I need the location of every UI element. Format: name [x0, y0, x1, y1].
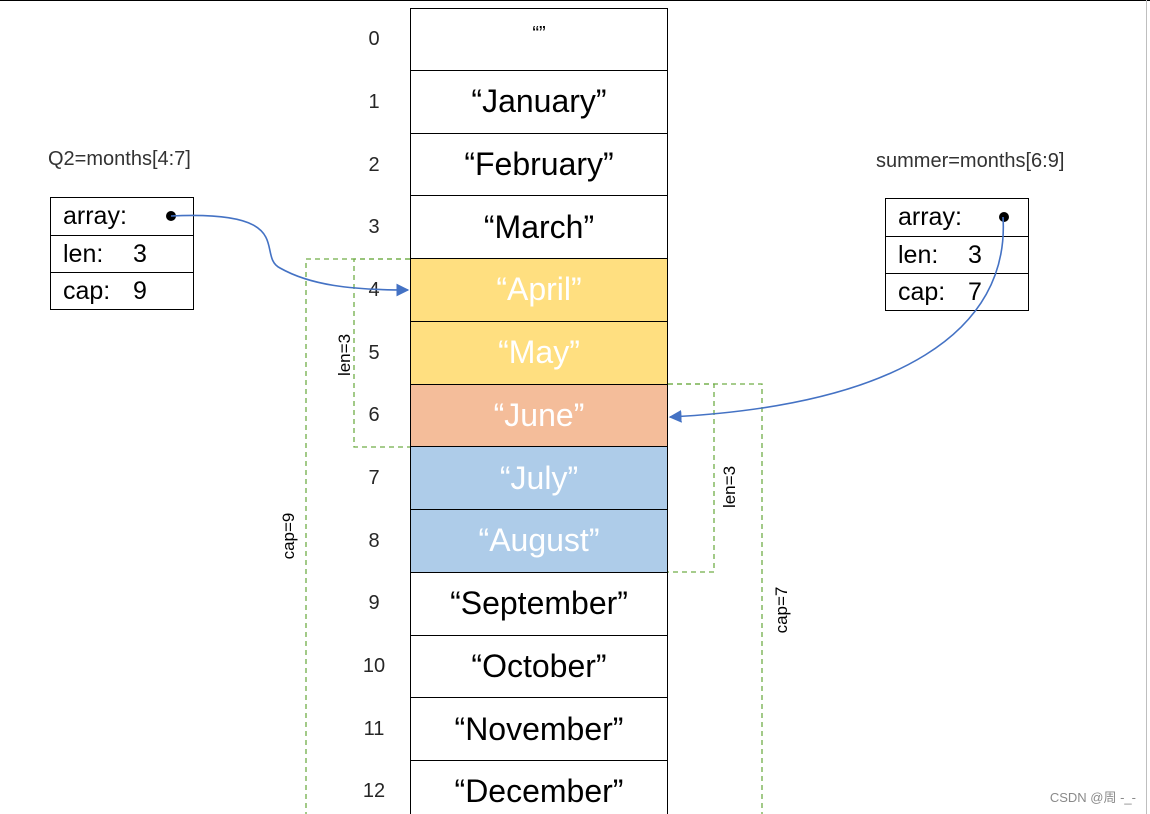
- q2-cap-row: cap: 9: [51, 272, 193, 309]
- q2-slice-header: array: len: 3 cap: 9: [50, 197, 194, 310]
- summer-cap-row: cap: 7: [886, 273, 1028, 310]
- q2-cap-key: cap:: [63, 276, 111, 305]
- q2-cap-label: cap=9: [279, 512, 298, 560]
- q2-len-label: len=3: [335, 333, 354, 377]
- index-label: 3: [368, 216, 380, 238]
- q2-pointer-dot: [166, 211, 176, 221]
- q2-array-key: array:: [63, 202, 127, 230]
- array-cell: “January”: [410, 70, 668, 134]
- index-label: 2: [368, 154, 380, 176]
- array-cell: “July”: [410, 447, 668, 510]
- array-cell: “March”: [410, 196, 668, 259]
- summer-slice-header: array: len: 3 cap: 7: [885, 198, 1029, 311]
- months-array: “” “January” “February” “March” “April” …: [410, 8, 668, 814]
- index-label: 12: [362, 780, 386, 802]
- summer-cap-value: 7: [968, 277, 982, 306]
- q2-len-row: len: 3: [51, 235, 193, 272]
- array-cell: “May”: [410, 321, 668, 385]
- array-cell: “April”: [410, 259, 668, 322]
- summer-len-key: len:: [898, 240, 939, 269]
- array-cell: “October”: [410, 635, 668, 699]
- top-border: [0, 0, 1150, 1]
- array-cell: “June”: [410, 384, 668, 448]
- index-label: 0: [368, 28, 380, 50]
- index-label: 11: [363, 718, 385, 740]
- array-cell: “September”: [410, 572, 668, 636]
- right-border: [1146, 0, 1147, 814]
- index-label: 1: [368, 91, 380, 113]
- summer-len-row: len: 3: [886, 236, 1028, 273]
- summer-len-bracket: [668, 383, 715, 573]
- array-cell: “November”: [410, 698, 668, 761]
- summer-len-label: len=3: [720, 465, 739, 509]
- array-cell: “December”: [410, 761, 668, 814]
- summer-array-key: array:: [898, 203, 962, 231]
- q2-slice-title: Q2=months[4:7]: [48, 148, 191, 170]
- summer-cap-key: cap:: [898, 277, 946, 306]
- index-label: 5: [368, 342, 380, 364]
- index-label: 4: [368, 279, 380, 301]
- summer-array-row: array:: [886, 199, 1028, 236]
- q2-cap-value: 9: [133, 276, 147, 305]
- index-label: 10: [362, 655, 386, 677]
- q2-array-row: array:: [51, 198, 193, 235]
- summer-cap-bracket: [668, 383, 763, 814]
- index-label: 6: [368, 404, 380, 426]
- index-label: 8: [368, 530, 380, 552]
- q2-len-value: 3: [133, 239, 147, 268]
- array-cell: “February”: [410, 133, 668, 197]
- index-label: 9: [368, 592, 380, 614]
- index-label: 7: [368, 467, 380, 489]
- summer-pointer-dot: [999, 212, 1009, 222]
- array-cell: “August”: [410, 510, 668, 573]
- watermark: CSDN @周 -_-: [1049, 790, 1136, 805]
- summer-cap-label: cap=7: [772, 586, 791, 634]
- summer-len-value: 3: [968, 240, 982, 269]
- summer-slice-title: summer=months[6:9]: [876, 150, 1065, 172]
- array-cell: “”: [410, 8, 668, 71]
- q2-len-key: len:: [63, 239, 104, 268]
